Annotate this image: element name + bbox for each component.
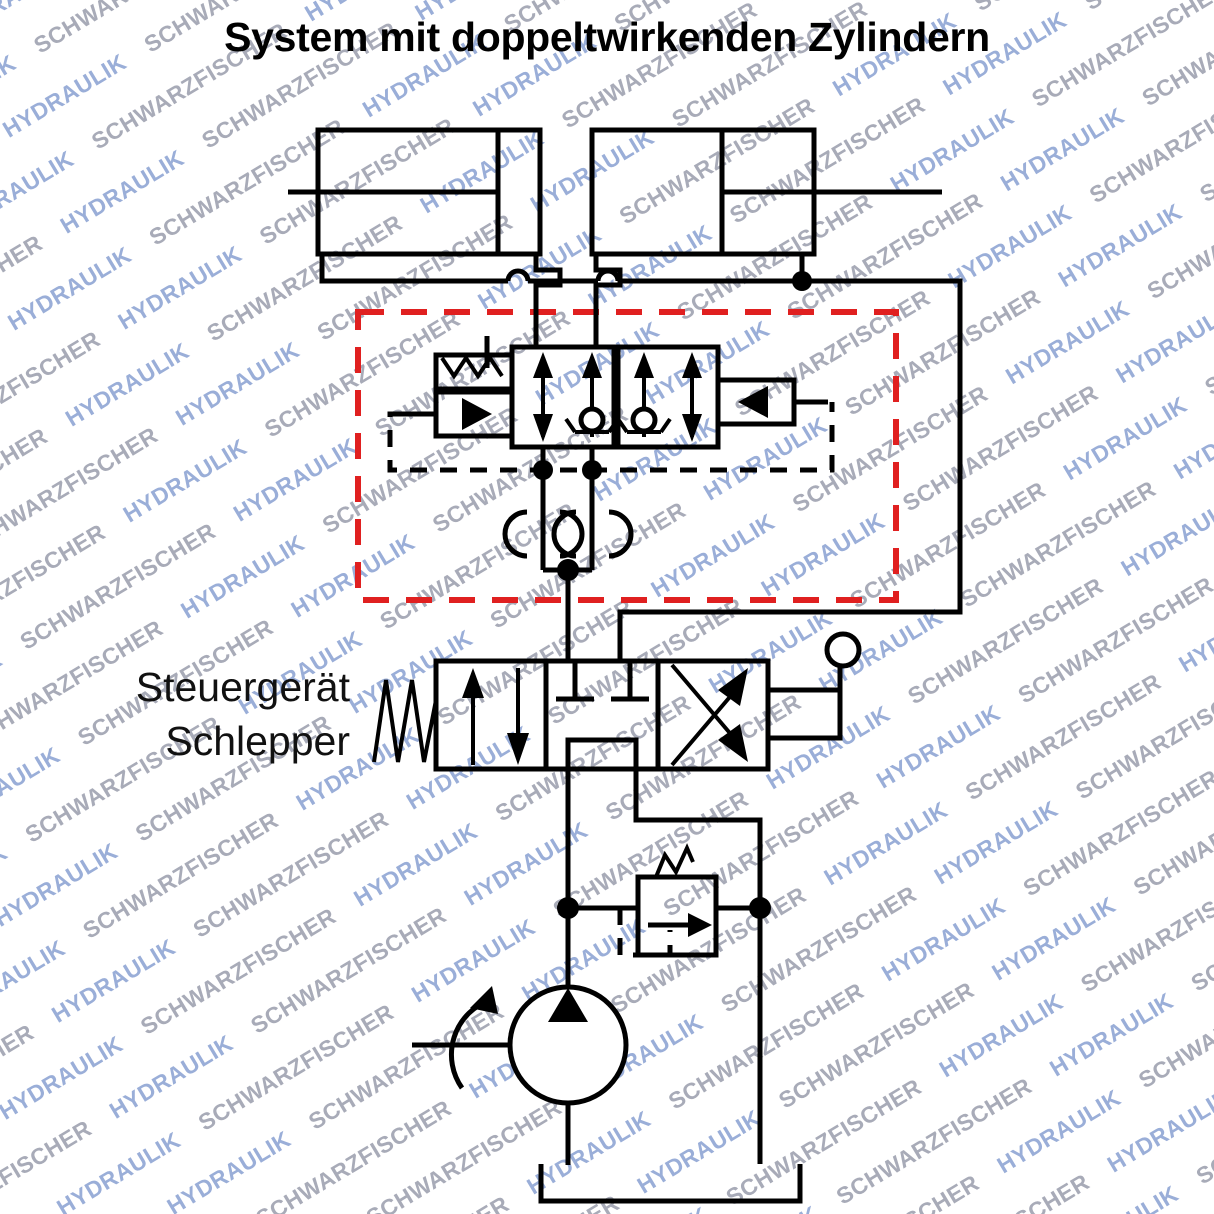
valve-upper-pilot-actuator-right	[715, 377, 828, 427]
pump	[412, 908, 629, 1165]
valve-lower-position-c	[670, 663, 748, 767]
valve-upper-sperrblock	[387, 336, 835, 570]
valve-lower-manual-lever	[765, 631, 862, 741]
cylinder-left	[288, 127, 543, 257]
valve-lower-position-b	[556, 661, 649, 769]
valve-upper-symbol-cell1b	[564, 352, 620, 437]
relief-pilot-line	[617, 908, 673, 958]
valve-upper-symbol-cell1	[533, 352, 553, 442]
rotation-arrow	[470, 986, 498, 1014]
valve-upper-symbol-cell2a	[616, 352, 672, 437]
cylinder-right	[589, 127, 942, 257]
pump-flow-arrow	[548, 988, 588, 1022]
valve-upper-spring-actuator	[433, 336, 515, 392]
lever-knob	[824, 631, 862, 669]
valve-lower-position-a	[462, 668, 529, 765]
valve-lower-spring	[372, 679, 438, 763]
valve-upper-pilot-actuator-left	[404, 389, 515, 439]
highlight-box-sperrblock	[355, 309, 899, 603]
caption-line-2: Schlepper	[165, 718, 350, 764]
relief-valve	[557, 843, 771, 958]
tank	[538, 908, 803, 1204]
page-title: System mit doppeltwirkenden Zylindern	[224, 14, 990, 60]
quick-coupling	[502, 509, 634, 655]
pilot-line-dashed	[387, 402, 835, 473]
valve-lower-steuergeraet	[372, 631, 862, 908]
cylinder-port-lines	[319, 254, 963, 655]
caption-steuergeraet-schlepper: Steuergerät Schlepper	[30, 660, 350, 768]
valve-upper-symbol-cell2b	[682, 352, 702, 442]
caption-line-1: Steuergerät	[135, 664, 350, 710]
